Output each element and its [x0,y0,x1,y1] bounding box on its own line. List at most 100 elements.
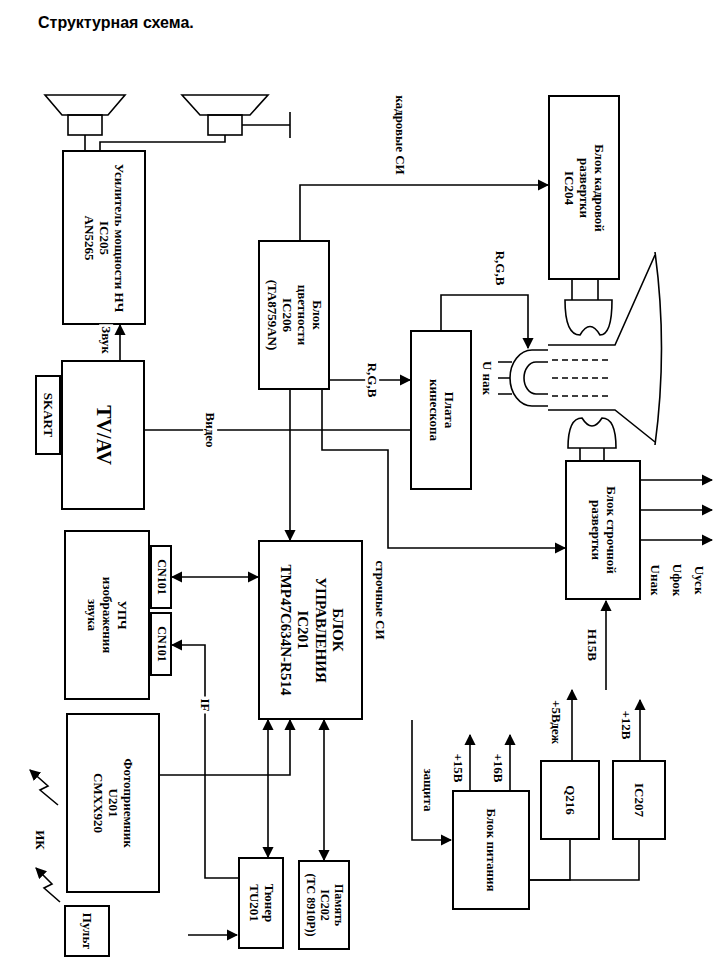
node-label: Фотоприемник [120,718,135,888]
output-line [641,479,712,481]
horizontal-coil [568,418,616,460]
node-label: развертки [588,465,603,595]
node-label: IC201 [293,545,310,715]
signal-label: защита [421,766,435,813]
node-label: Блок кадровой [591,100,606,275]
node-label: Блок питания [484,795,499,905]
crt-screen [655,252,662,445]
protection-line [412,720,451,840]
memory-box: ПамятьIC202(TC 8910P)) [298,860,350,950]
node-label: изображения [100,535,115,695]
receiver-box: ФотоприемникU201CMXX920 [66,713,160,893]
gun-pins [498,362,512,394]
node-text: Блок питания [484,795,499,905]
connector [172,645,238,878]
node-label: IC202 [317,865,331,945]
signal-label: R,G,B [493,249,507,288]
signal-label: +15В [451,751,465,784]
supply-line [639,700,641,760]
connector [323,720,325,860]
node-label: TMP47C634N-R514 [276,545,293,715]
edge-label: IF [198,697,212,714]
node-label: УПРАВЛЕНИЯ [311,545,328,715]
node-label: УПЧ [114,535,129,695]
edge-label: кадровые СИ [393,93,407,176]
node-label: Плата [441,335,456,485]
ir-signal [36,868,60,902]
horizontal-scan-box: Блок строчнойразвертки [565,460,641,600]
node-label: Блок строчной [603,465,618,595]
node-label: кинескопа [426,335,441,485]
output-line [641,509,712,511]
crt-neck [548,255,655,442]
speaker-symbol [45,95,125,115]
vertical-coil [565,280,612,335]
node-text: Усилитель мощности НЧIC205AN5265 [82,155,127,320]
node-label: БЛОК [328,545,345,715]
node-text: ТюнерTU201 [246,862,276,944]
connector-box: CN101 [150,545,172,609]
node-label: SKART [41,380,56,450]
node-label: CN101 [154,550,168,604]
connector [289,390,291,540]
supply-line [509,735,511,790]
connector-box: CN101 [150,612,172,676]
node-label: AN5265 [82,155,97,320]
node-label: Пульт [80,910,95,952]
signal-label: Uнак [648,563,662,598]
signal-label: Uуск [692,564,706,597]
node-text: ФотоприемникU201CMXX920 [91,718,136,888]
color-box: БлокцветностиIC206(TA8759AN) [258,240,330,390]
node-text: БлокцветностиIC206(TA8759AN) [264,245,324,385]
node-label: Тюнер [261,862,276,944]
edge-label: Звук [99,324,113,355]
remote-box: Пульт [64,905,110,957]
electron-beam [552,360,612,396]
node-label: CN101 [154,617,168,671]
node-text: Пульт [80,910,95,952]
signal-label: +16В [491,751,505,784]
connector [172,576,258,578]
speaker-wire [85,112,290,150]
ir-signal [30,770,58,805]
node-label: TU201 [246,862,261,944]
connector [530,840,570,880]
speaker-symbol [68,115,102,135]
node-text: Платакинескопа [426,335,456,485]
node-label: IC204 [562,100,577,275]
signal-label: Н15В [585,627,599,663]
supply-line [605,601,607,690]
edge-label: R,G,B [365,361,379,400]
regulator-box: IC207 [612,760,666,840]
signal-label: Uфок [670,562,684,598]
signal-label: ИК [33,828,47,852]
power-box: Блок питания [452,790,530,910]
vertical-scan-box: Блок кадровойразверткиIC204 [548,95,620,280]
amplifier-box: Усилитель мощности НЧIC205AN5265 [62,150,146,325]
transistor-box: Q216 [540,760,600,840]
connector [119,325,121,360]
control-box: БЛОКУПРАВЛЕНИЯIC201TMP47C634N-R514 [258,540,363,720]
node-text: БЛОКУПРАВЛЕНИЯIC201TMP47C634N-R514 [276,545,345,715]
output-line [641,539,712,541]
supply-line [469,735,471,790]
node-text: УПЧизображениязвука [85,535,130,695]
edge-label: Видео [203,410,217,449]
node-label: звука [85,535,100,695]
tuner-box: ТюнерTU201 [238,857,284,949]
crt-board-box: Платакинескопа [410,330,472,490]
node-label: развертки [577,100,592,275]
node-text: Блок строчнойразвертки [588,465,618,595]
diagram-title: Структурная схема. [38,14,194,32]
connector [300,185,548,240]
node-text: ПамятьIC202(TC 8910P)) [303,865,344,945]
edge-label: строчные СИ [373,558,387,641]
node-label: цветности [294,245,309,385]
node-text: CN101 [154,550,168,604]
scart-box: SKART [35,375,61,455]
node-text: TV/AV [92,365,115,505]
node-label: U201 [106,718,121,888]
signal-label: U нак [480,359,494,397]
connector [160,720,290,775]
